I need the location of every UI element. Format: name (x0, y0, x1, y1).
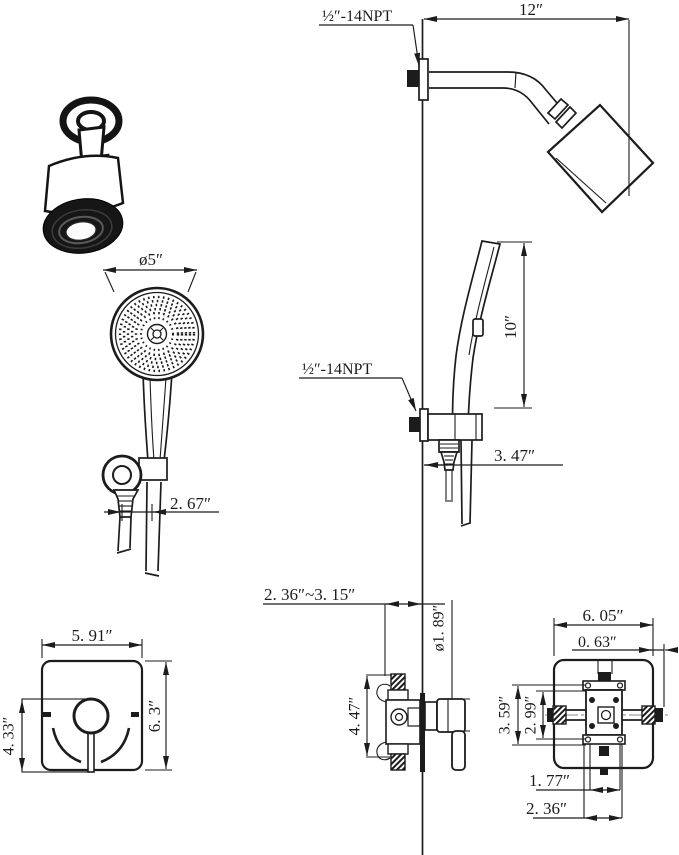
dimension-port-spacing: 1. 77″ (529, 771, 620, 793)
dimension-head-diameter: ø5″ (103, 250, 197, 293)
dim-6-3-label: 6. 3″ (145, 700, 164, 733)
hose-connector (439, 451, 459, 471)
valve-handle-side (424, 698, 466, 771)
dimension-arm-length: 12″ (424, 0, 630, 196)
valve-front-view: 6. 05″ 0. 63″ 3. 59″ 2. 99″ 1. 7 (497, 606, 678, 821)
dimension-plate-inner-height: 4. 33″ (1, 700, 26, 771)
rough-in-valve-body (376, 673, 421, 771)
screw (613, 723, 619, 729)
screw (589, 697, 595, 703)
handle-lever (451, 730, 466, 771)
hand-shower-wand (451, 240, 502, 439)
dim-6-05-label: 6. 05″ (582, 606, 623, 625)
npt-nipple (407, 70, 419, 87)
npt-nipple (409, 417, 420, 432)
dim-phi-1-89-label: ø1. 89″ (431, 605, 448, 652)
dimension-hose-offset: 2. 67″ (104, 494, 219, 521)
dimension-plate-height: 6. 3″ (145, 660, 172, 771)
npt-mid-label: ½″-14NPT (302, 361, 372, 378)
dim-3-59-label: 3. 59″ (497, 696, 514, 735)
valve-cartridge (597, 706, 615, 724)
dim-3-47-label: 3. 47″ (494, 446, 535, 465)
right-port (641, 705, 656, 725)
handle-arc-left (51, 727, 82, 764)
dim-2-36-label: 2. 36″ (526, 799, 567, 818)
npt-callout-mid: ½″-14NPT (299, 361, 417, 412)
dimension-plate-width: 5. 91″ (41, 626, 143, 658)
dim-1-77-label: 1. 77″ (529, 771, 570, 790)
shower-arm-top-edge (429, 71, 564, 111)
left-port (552, 705, 567, 725)
dimension-rough-plate-width: 6. 05″ (553, 606, 654, 656)
bottom-port (599, 746, 609, 756)
dimension-valve-height: 4. 47″ (347, 674, 392, 758)
npt-callout-top: ½″-14NPT (319, 8, 421, 67)
wand-clip (472, 318, 484, 337)
dim-4-33-label: 4. 33″ (1, 717, 18, 756)
hose-connector (112, 489, 140, 518)
dim-0-63-label: 0. 63″ (578, 634, 617, 651)
dimension-port-offset: 0. 63″ (572, 634, 678, 707)
screw (613, 697, 619, 703)
index-mark (131, 712, 139, 717)
showerhead-photo (42, 96, 125, 254)
index-mark (43, 712, 51, 717)
shower-head (546, 103, 655, 214)
dimension-wall-depth-range: 2. 36″~3. 15″ (263, 585, 445, 676)
hand-shower-side-view: 10″ 3. 47″ ½″-14NPT (299, 240, 563, 527)
dimension-handshower-height: 10″ (494, 241, 532, 409)
dim-4-47-label: 4. 47″ (347, 697, 364, 736)
dimension-bracket-height: 3. 59″ (497, 684, 586, 746)
shower-arm-bottom-edge (429, 87, 550, 125)
dim-5-91-label: 5. 91″ (71, 626, 112, 645)
handle-knob (72, 697, 110, 735)
dimension-body-height: 2. 99″ (523, 690, 586, 740)
dim-2-99-label: 2. 99″ (523, 696, 540, 735)
dim-phi5-label: ø5″ (139, 250, 163, 269)
npt-top-label: ½″-14NPT (322, 8, 392, 25)
bracket-clamp (138, 457, 168, 481)
dimension-holder-depth: 3. 47″ (424, 446, 563, 468)
trim-plate-front-view: 4. 33″ 5. 91″ 6. 3″ (1, 626, 172, 773)
dimension-base-width: 2. 36″ (526, 799, 622, 821)
top-port (598, 672, 611, 682)
shower-arm-side-view: 12″ ½″-14NPT (319, 0, 655, 214)
holder-flange (419, 408, 429, 442)
dim-12-label: 12″ (519, 0, 543, 19)
handle-lever (87, 729, 95, 773)
swivel-ring (554, 105, 578, 130)
handle-base (436, 698, 466, 733)
dim-range-label: 2. 36″~3. 15″ (264, 585, 355, 604)
valve-side-view: 2. 36″~3. 15″ ø1. 89″ (263, 585, 470, 771)
dim-10-label: 10″ (501, 315, 520, 339)
wall-flange (418, 58, 429, 101)
dim-2-67-label: 2. 67″ (170, 494, 211, 513)
handle-arc-right (100, 727, 131, 764)
handle-escutcheon (424, 701, 438, 731)
screw (589, 723, 595, 729)
swivel-ring (546, 97, 570, 121)
hand-shower-front-view: ø5″ (101, 250, 219, 577)
